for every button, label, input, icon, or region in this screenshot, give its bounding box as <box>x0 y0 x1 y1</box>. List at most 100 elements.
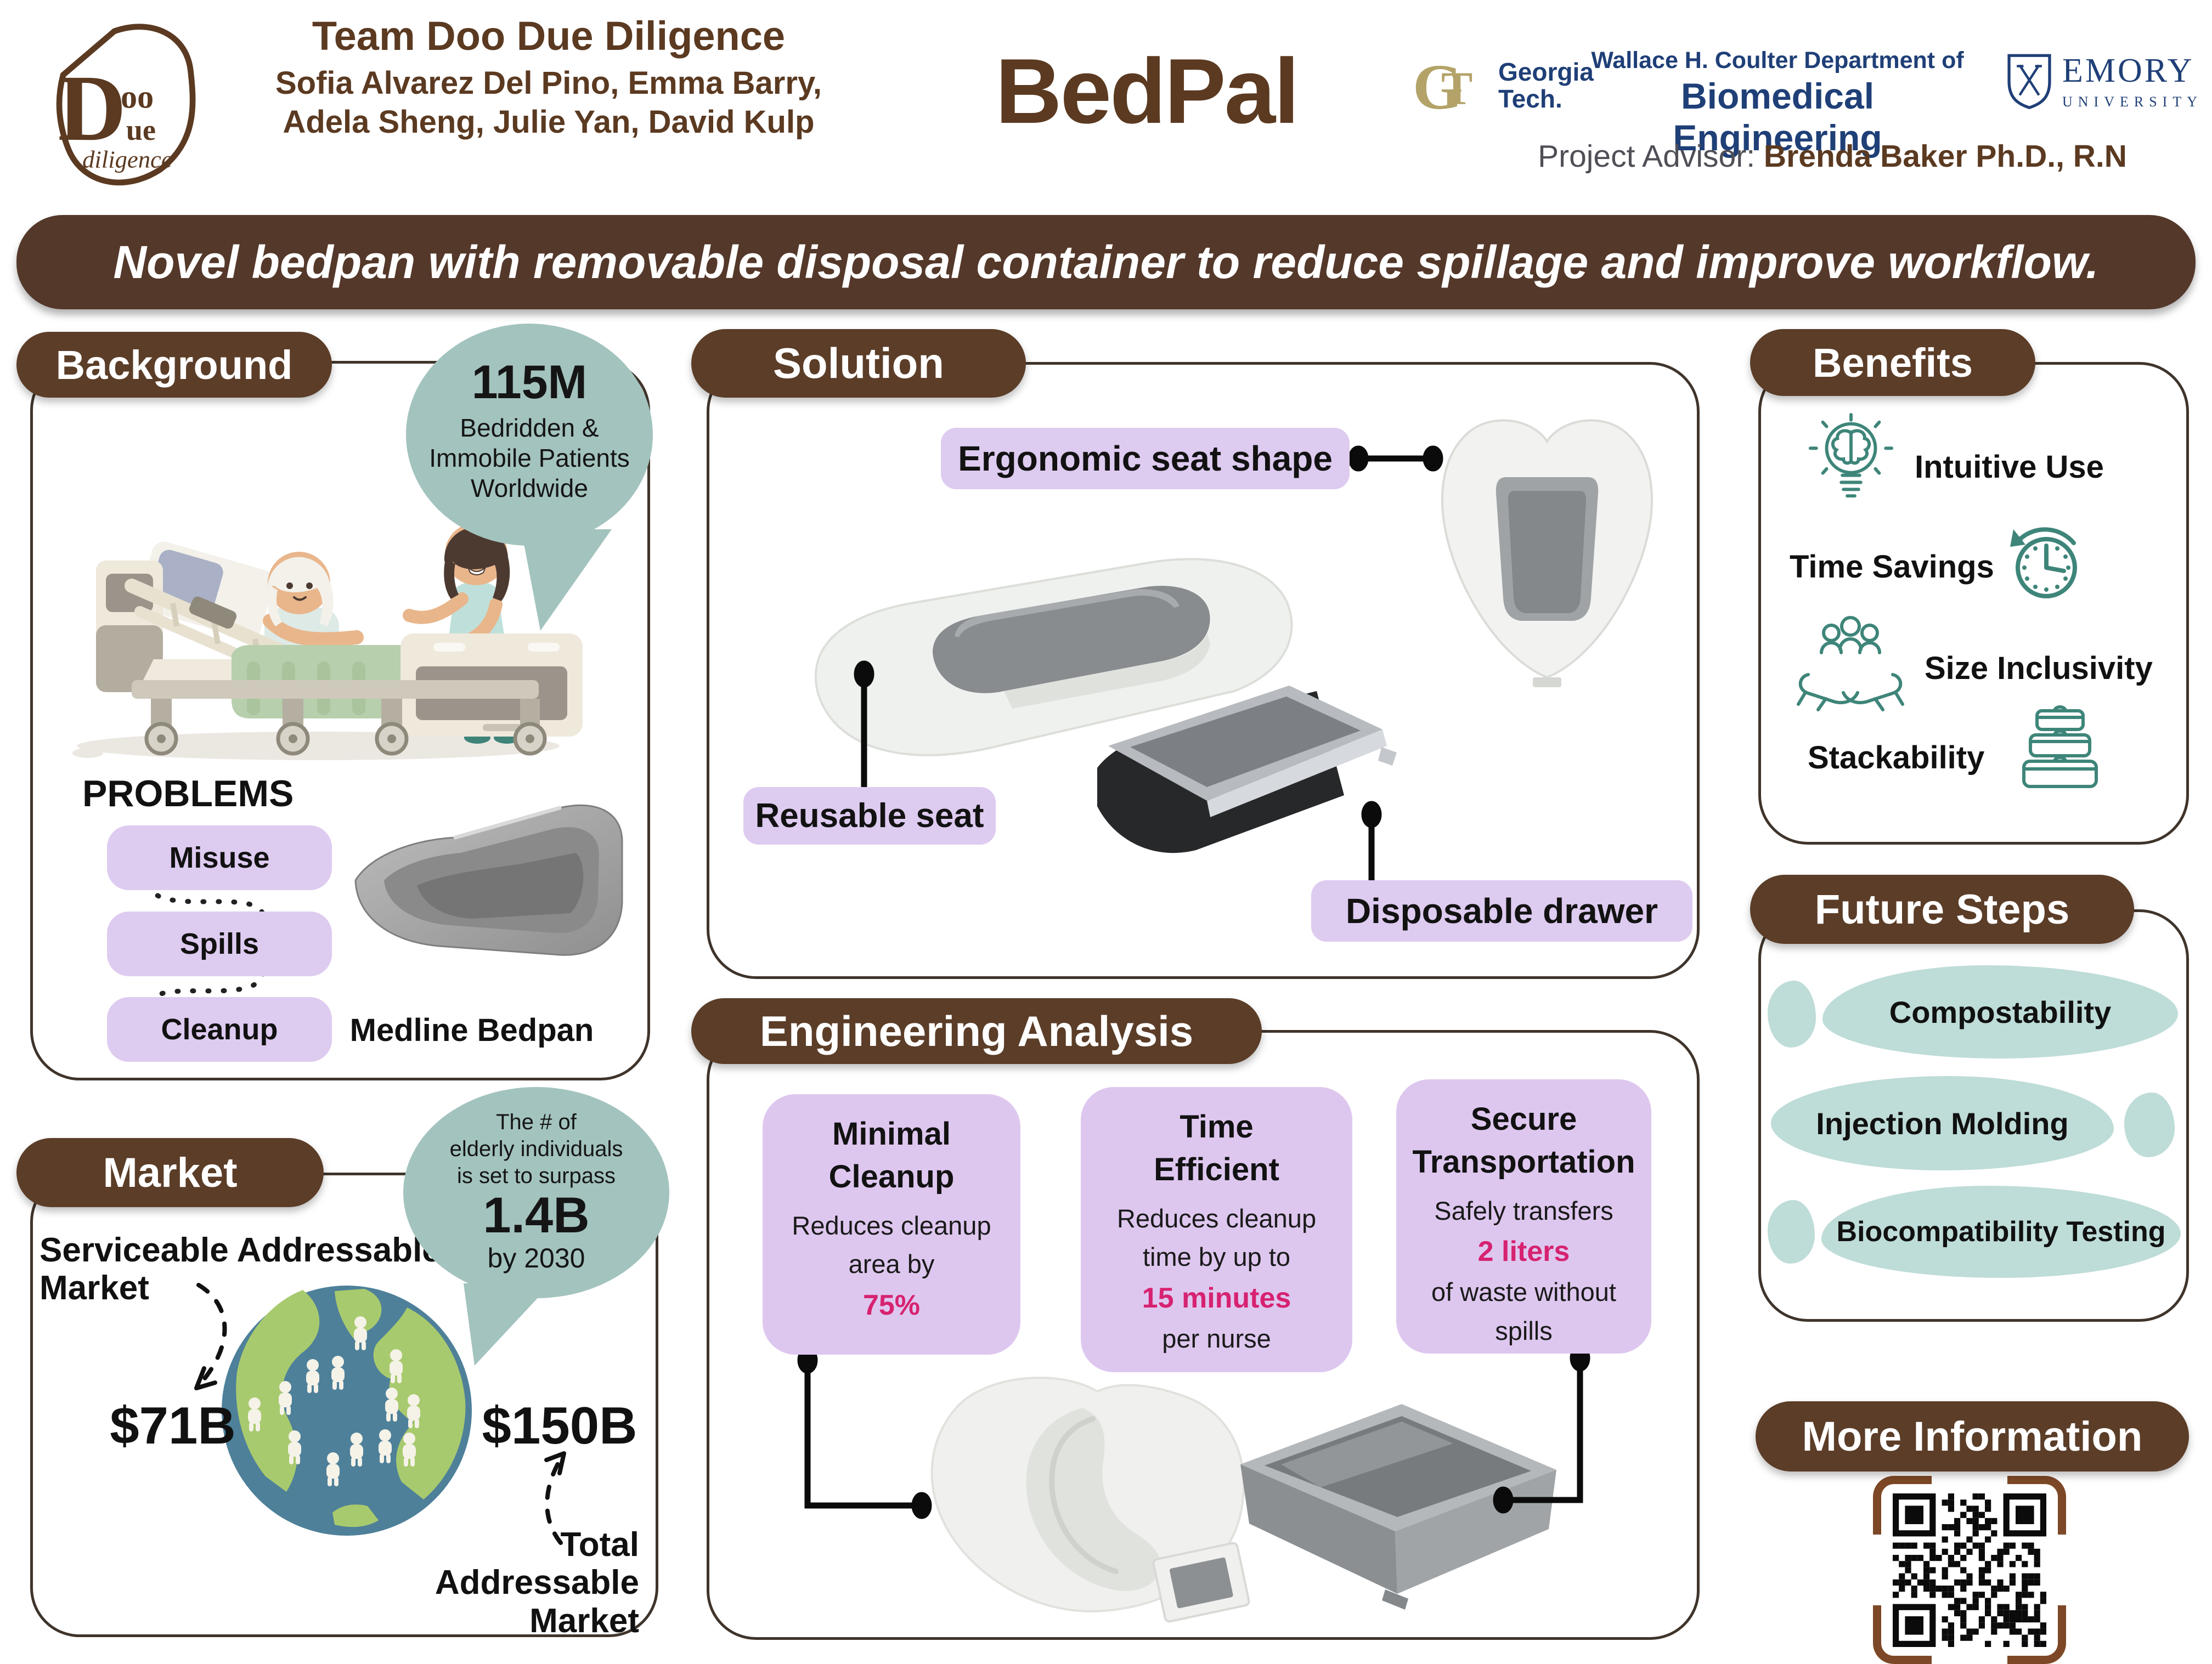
qr-bracket-bottom-right <box>2007 1605 2066 1664</box>
emory-name: EMORY <box>2062 52 2194 89</box>
card2-body3: per nurse <box>1162 1323 1271 1353</box>
project-advisor: Project Advisor: Brenda Baker Ph.D., R.N <box>1487 138 2178 174</box>
tam-label-line1: Total <box>560 1526 640 1564</box>
svg-text:ue: ue <box>126 114 156 146</box>
benefit-time-savings: Time Savings <box>1790 548 1994 585</box>
benefit-stackability: Stackability <box>1808 739 1984 776</box>
team-members-line1: Sofia Alvarez Del Pino, Emma Barry, <box>275 65 822 101</box>
card1-body2: area by <box>848 1249 935 1279</box>
team-members-line2: Adela Sheng, Julie Yan, David Kulp <box>283 104 815 140</box>
growth-bubble: The # of elderly individuals is set to s… <box>403 1087 669 1298</box>
problem-item-cleanup: Cleanup <box>107 997 332 1062</box>
svg-text:D: D <box>58 56 126 161</box>
gt-mark-icon: G T <box>1413 54 1472 117</box>
label-disposable-text: Disposable drawer <box>1345 891 1658 931</box>
coulter-dept-logo: Wallace H. Coulter Department of Biomedi… <box>1585 47 1970 159</box>
card1-title-line2: Cleanup <box>828 1159 955 1195</box>
bedpal-render-top-view <box>1441 419 1653 687</box>
benefit-size-inclusivity: Size Inclusivity <box>1925 650 2153 687</box>
gt-name-line1: Georgia <box>1498 58 1594 87</box>
problem-spills-text: Spills <box>179 927 259 960</box>
benefit-stackability-text: Stackability <box>1808 740 1985 776</box>
stat-line3: Worldwide <box>471 474 588 503</box>
sam-arrow <box>194 1283 227 1390</box>
benefit-intuitive-use: Intuitive Use <box>1915 449 2104 485</box>
georgia-tech-logo: G T Georgia Tech. <box>1413 54 1594 117</box>
benefit-size-inclusivity-text: Size Inclusivity <box>1925 650 2153 686</box>
tam-value: $150B <box>480 1396 639 1456</box>
card2-title-line1: Time <box>1180 1109 1254 1145</box>
headline-banner: Novel bedpan with removable disposal con… <box>16 215 2196 309</box>
label-ergonomic-seat: Ergonomic seat shape <box>941 428 1350 489</box>
stat-line2: Immobile Patients <box>429 444 630 473</box>
qr-bracket-bottom-left <box>1873 1605 1932 1664</box>
sam-label: Serviceable Addressable Market <box>40 1231 441 1308</box>
card3-body3: spills <box>1495 1316 1553 1345</box>
sam-label-line2: Market <box>40 1269 149 1308</box>
problem-item-misuse: Misuse <box>107 825 332 890</box>
advisor-label: Project Advisor: <box>1538 139 1756 174</box>
card2-body2: time by up to <box>1142 1242 1291 1272</box>
globe-illustration <box>222 1286 472 1536</box>
hands-people-icon <box>1797 616 1904 711</box>
clock-rewind-icon <box>2010 527 2077 598</box>
growth-bubble-tail <box>464 1283 551 1366</box>
card3-body1: Safely transfers <box>1434 1196 1613 1225</box>
stat-line1: Bedridden & <box>460 414 599 442</box>
tam-label-line2: Addressable Market <box>435 1564 639 1640</box>
label-disposable-drawer: Disposable drawer <box>1311 880 1692 942</box>
gt-name-line2: Tech. <box>1498 84 1562 113</box>
card3-title-line1: Secure <box>1470 1101 1577 1137</box>
background-section-title: Background <box>16 332 332 398</box>
solution-section-title: Solution <box>691 329 1026 398</box>
svg-text:T: T <box>1441 62 1472 115</box>
engineering-title-text: Engineering Analysis <box>759 1006 1194 1055</box>
benefits-title-text: Benefits <box>1813 339 1973 386</box>
card2-body1: Reduces cleanup <box>1116 1203 1317 1233</box>
header: D oo ue diligence Team Doo Due Diligence… <box>0 0 2212 214</box>
growth-value: 1.4B <box>483 1187 590 1244</box>
growth-line2: elderly individuals <box>449 1136 623 1161</box>
future-step-biocompatibility: Biocompatibility Testing <box>1821 1186 2181 1278</box>
future-step-injection-molding: Injection Molding <box>1771 1076 2114 1170</box>
card1-highlight: 75% <box>862 1289 921 1321</box>
solution-connectors <box>854 445 1443 880</box>
future-step-compostability: Compostability <box>1822 965 2178 1059</box>
solution-title-text: Solution <box>773 339 944 387</box>
bedpal-render-main <box>814 558 1397 853</box>
future-steps-title-text: Future Steps <box>1814 886 2070 933</box>
engineering-card-secure-transportation: Secure Transportation Safely transfers 2… <box>1396 1079 1651 1354</box>
team-logo: D oo ue diligence <box>56 24 196 185</box>
coulter-line1: Wallace H. Coulter Department of <box>1591 47 1964 73</box>
hospital-bed <box>96 541 583 756</box>
team-name: Team Doo Due Diligence <box>312 13 786 59</box>
sam-label-line1: Serviceable Addressable <box>40 1231 441 1269</box>
benefit-time-savings-text: Time Savings <box>1790 549 1994 585</box>
problem-item-spills: Spills <box>107 912 332 976</box>
brain-lightbulb-icon <box>1808 412 1894 498</box>
future-steps-section-title: Future Steps <box>1750 875 2134 944</box>
medline-bedpan-image <box>354 804 623 956</box>
problems-heading: PROBLEMS <box>82 773 294 814</box>
headline-text: Novel bedpan with removable disposal con… <box>113 236 2099 288</box>
poster-title: BedPal <box>995 39 1300 143</box>
more-info-title-text: More Information <box>1802 1413 2143 1460</box>
card1-title-line1: Minimal <box>832 1116 951 1152</box>
problems-connector <box>145 881 266 1008</box>
market-title-text: Market <box>103 1149 238 1196</box>
growth-line4: by 2030 <box>487 1242 585 1274</box>
stacked-containers-icon <box>2022 705 2098 788</box>
problem-misuse-text: Misuse <box>169 841 270 874</box>
future-step-blob-decor-2 <box>2124 1093 2175 1157</box>
tam-arrow <box>544 1451 566 1545</box>
market-section-title: Market <box>16 1138 324 1207</box>
future-step-biocompatibility-text: Biocompatibility Testing <box>1836 1216 2166 1248</box>
card2-highlight: 15 minutes <box>1142 1282 1291 1314</box>
bedpan-caption: Medline Bedpan <box>349 1012 594 1048</box>
qr-bracket-top-right <box>2007 1476 2066 1535</box>
sam-value: $71B <box>82 1396 263 1456</box>
card3-title-line2: Transportation <box>1412 1144 1635 1180</box>
tam-value-text: $150B <box>482 1396 637 1455</box>
stat-value: 115M <box>471 356 588 409</box>
patient-figure <box>263 552 364 669</box>
